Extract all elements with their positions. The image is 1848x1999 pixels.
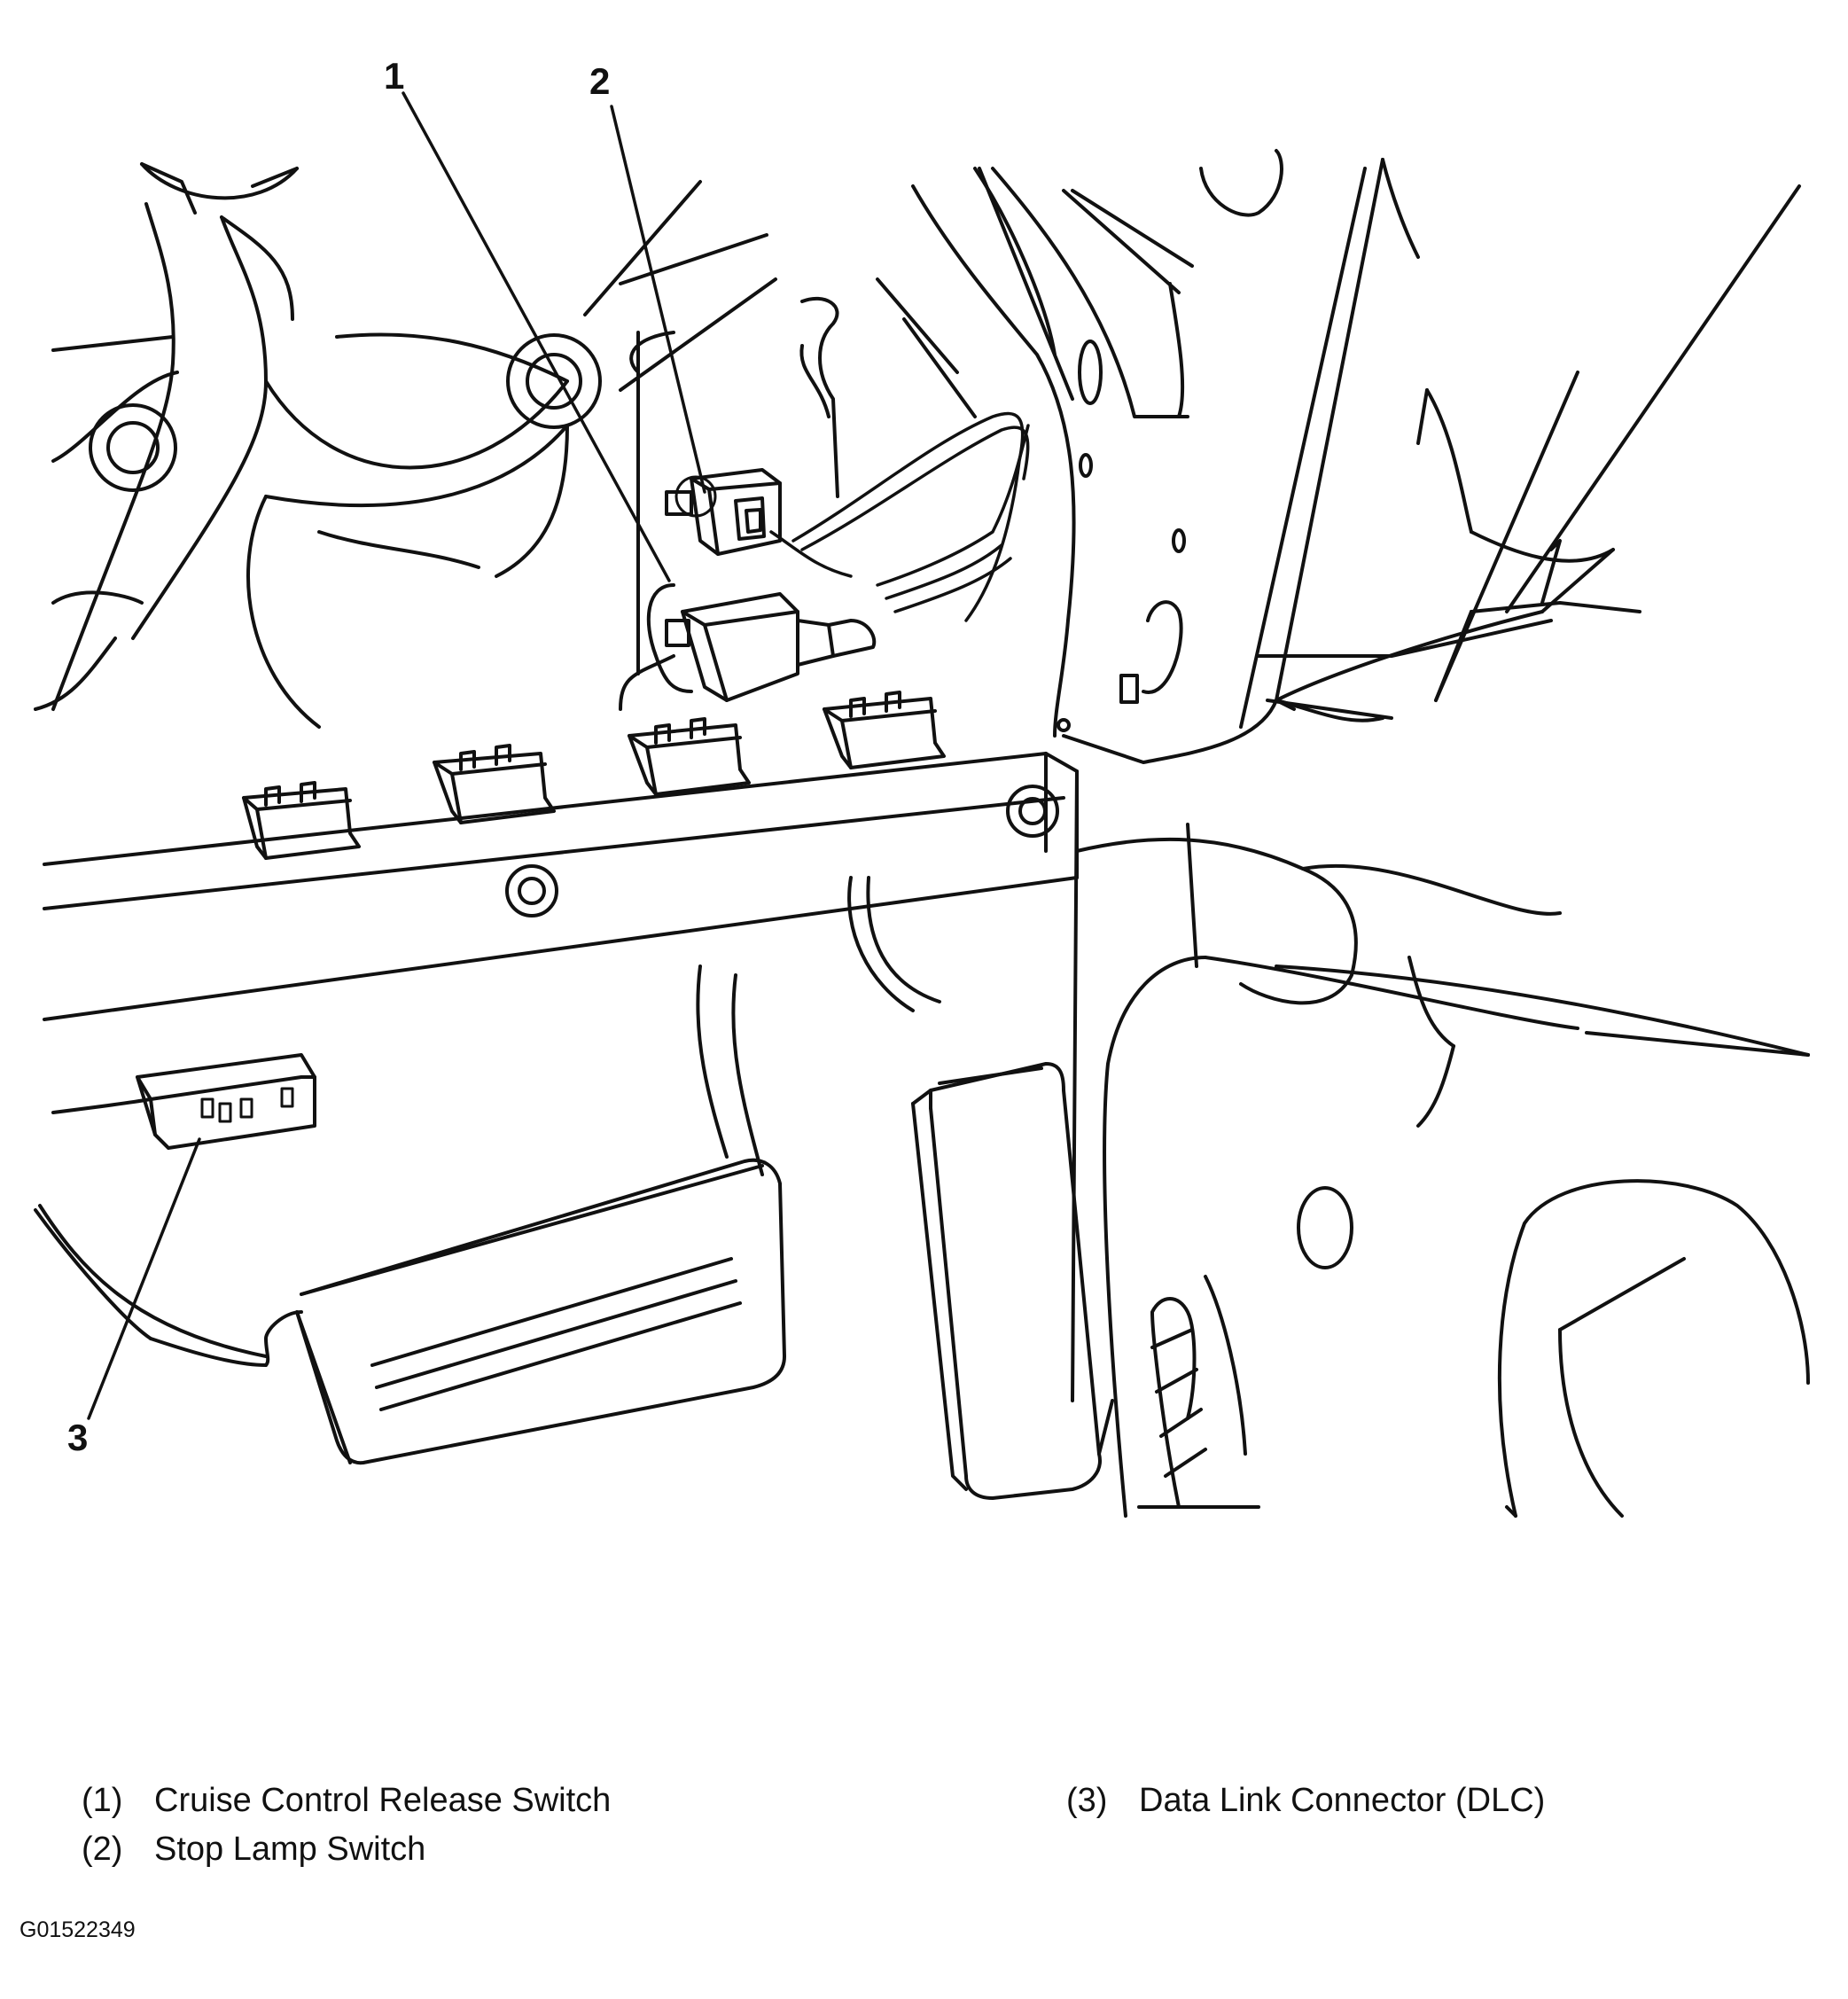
lower-trim-panel bbox=[1103, 956, 1810, 1518]
leader-line-1 bbox=[402, 91, 671, 582]
leader-line-2 bbox=[610, 105, 706, 494]
steering-column-support bbox=[34, 162, 777, 729]
legend-item-2-number: (2) bbox=[82, 1831, 123, 1868]
legend-item-3: (3) Data Link Connector (DLC) bbox=[1066, 1782, 1545, 1820]
legend-item-3-number: (3) bbox=[1066, 1782, 1108, 1819]
accelerator-pedal bbox=[149, 964, 786, 1465]
legend-item-3-text: Data Link Connector (DLC) bbox=[1139, 1782, 1546, 1819]
cruise-control-release-switch bbox=[646, 583, 877, 702]
connector-rail bbox=[43, 691, 1562, 1402]
legend-item-1-number: (1) bbox=[82, 1782, 123, 1819]
legend-item-2: (2) Stop Lamp Switch bbox=[82, 1831, 425, 1869]
legend-item-1-text: Cruise Control Release Switch bbox=[154, 1782, 612, 1819]
legend-item-1: (1) Cruise Control Release Switch bbox=[82, 1782, 611, 1820]
stop-lamp-switch bbox=[665, 468, 782, 556]
pedal-assembly-illustration bbox=[34, 91, 1810, 1518]
callout-1: 1 bbox=[384, 55, 405, 97]
callout-3: 3 bbox=[67, 1417, 89, 1458]
legend: (1) Cruise Control Release Switch (2) Stop… bbox=[0, 1782, 1848, 1906]
callout-2: 2 bbox=[589, 60, 611, 102]
legend-item-2-text: Stop Lamp Switch bbox=[154, 1831, 426, 1868]
leader-line-3 bbox=[87, 1137, 201, 1420]
leader-lines bbox=[87, 91, 706, 1420]
brake-pedal bbox=[847, 876, 1114, 1500]
wiring-harness bbox=[769, 411, 1030, 622]
figure-id: G01522349 bbox=[19, 1917, 136, 1942]
right-panel-bracket bbox=[911, 149, 1801, 764]
brake-arm-bracket bbox=[619, 277, 977, 711]
data-link-connector bbox=[34, 1053, 316, 1358]
